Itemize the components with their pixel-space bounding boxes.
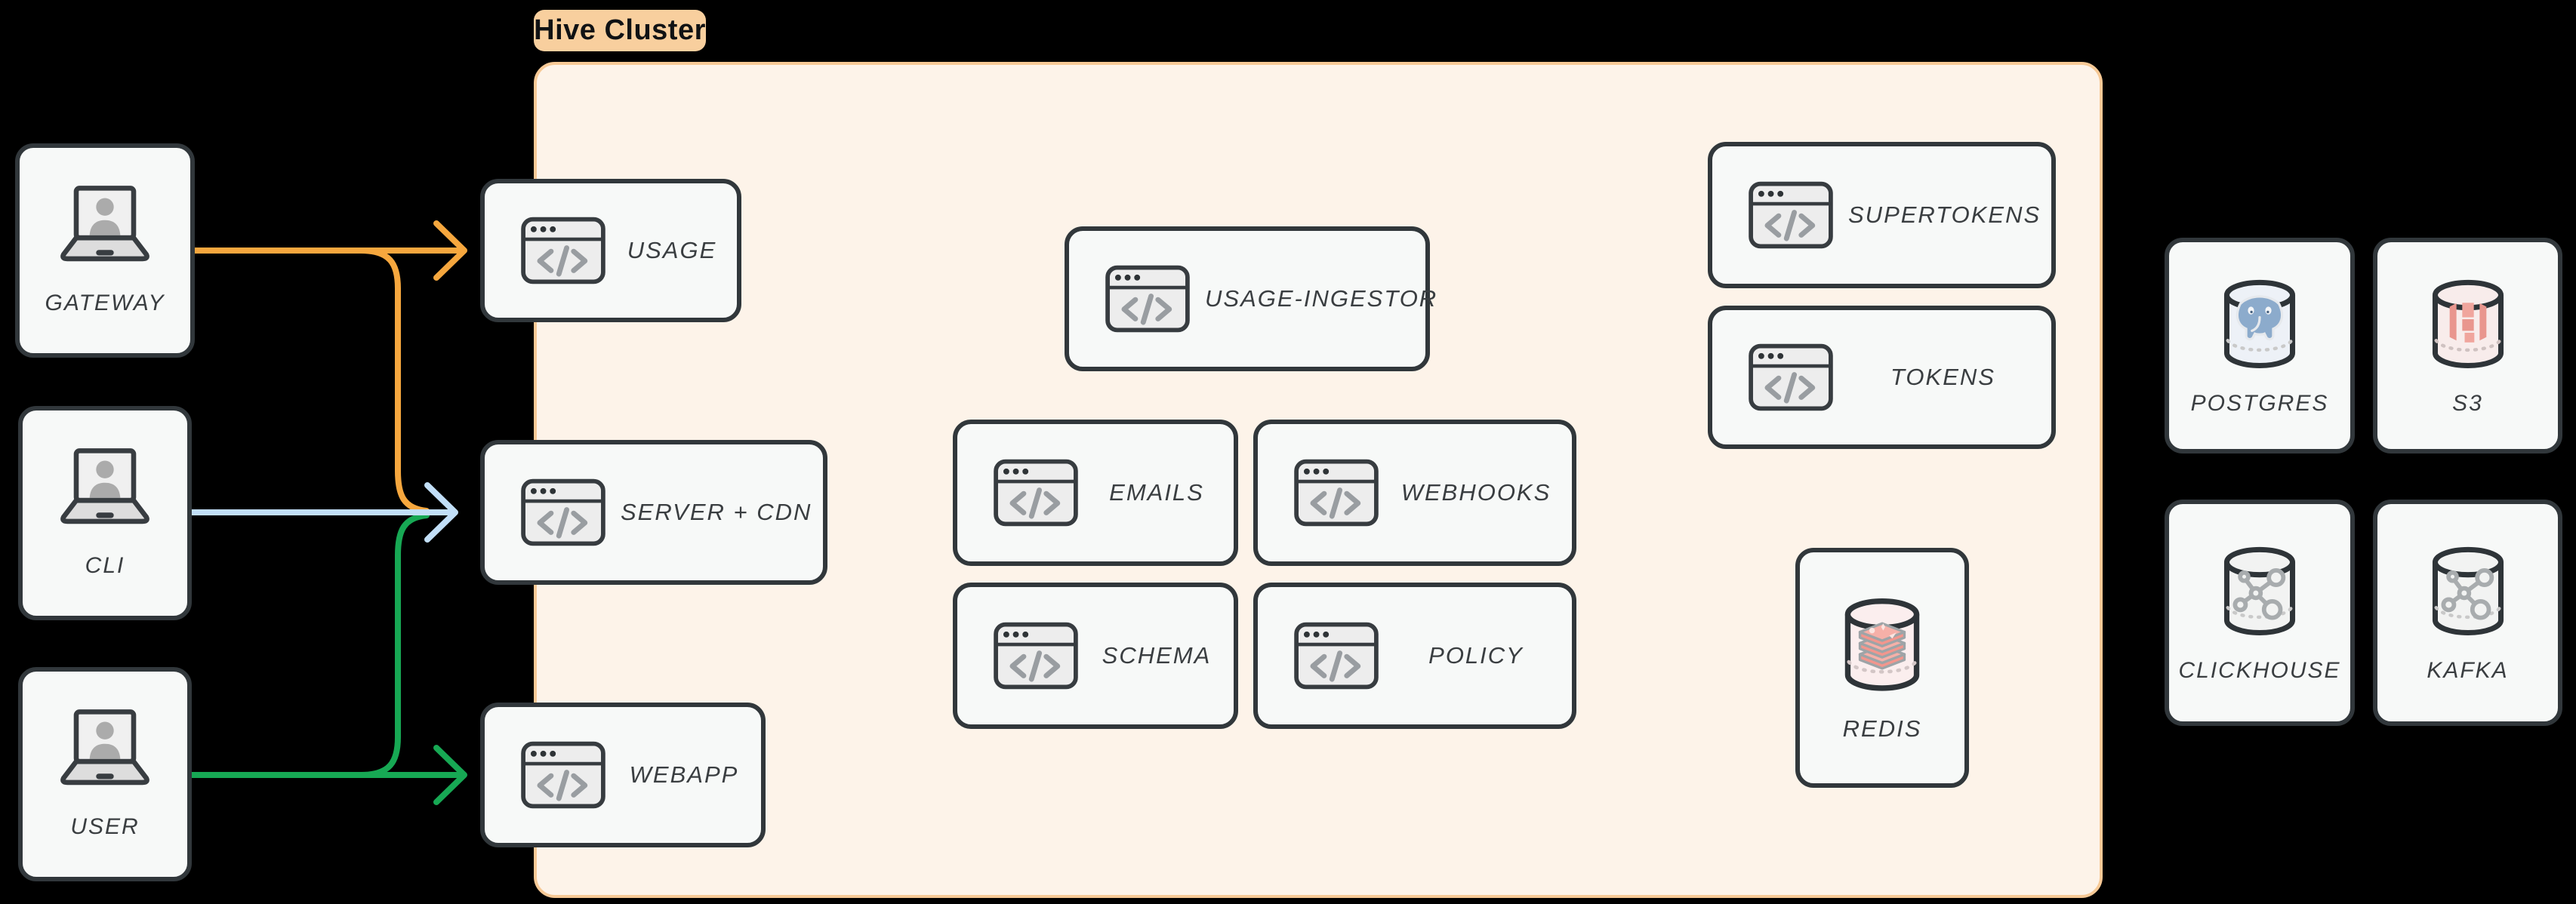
node-schema[interactable]: SCHEMA [953,583,1238,729]
node-usage-ingestor[interactable]: USAGE-INGESTOR [1065,226,1436,371]
node-label: SERVER + CDN [621,499,812,525]
edge-gateway-to-server-cdn[interactable] [358,248,430,514]
laptop-user-icon [48,447,162,533]
code-window-icon [519,478,607,547]
code-window-icon [1747,343,1835,412]
redis-database-icon [1832,593,1933,700]
edge-gateway-to-usage-arrowhead [433,220,467,281]
node-webhooks[interactable]: WEBHOOKS [1253,420,1576,566]
node-label: EMAILS [1109,479,1204,506]
node-tokens[interactable]: TOKENS [1708,306,2056,449]
node-label: CLICKHOUSE [2178,658,2341,683]
edge-cli-to-server-cdn-arrowhead [424,482,458,543]
code-window-icon [1747,180,1835,250]
node-user[interactable]: USER [18,667,192,881]
node-server-cdn[interactable]: SERVER + CDN [480,440,827,585]
node-label: POLICY [1428,642,1524,669]
code-window-icon [1104,264,1191,334]
node-cli[interactable]: CLI [18,406,192,620]
postgres-database-icon [2211,275,2308,377]
node-label: USAGE-INGESTOR [1205,285,1438,312]
node-kafka[interactable]: KAFKA [2373,500,2562,726]
node-label: CLI [85,553,125,578]
code-window-icon [1293,458,1380,527]
node-label: S3 [2452,391,2483,416]
node-s3[interactable]: S3 [2373,238,2562,454]
node-label: WEBHOOKS [1400,479,1551,506]
node-label: KAFKA [2427,658,2509,683]
node-usage[interactable]: USAGE [480,179,741,322]
code-window-icon [519,740,607,810]
node-supertokens[interactable]: SUPERTOKENS [1708,142,2056,288]
node-postgres[interactable]: POSTGRES [2165,238,2355,454]
node-clickhouse[interactable]: CLICKHOUSE [2165,500,2355,726]
node-webapp[interactable]: WEBAPP [480,703,766,847]
node-redis[interactable]: REDIS [1795,548,1969,788]
node-label: SUPERTOKENS [1848,201,2041,228]
node-label: POSTGRES [2190,391,2329,416]
node-policy[interactable]: POLICY [1253,583,1576,729]
node-emails[interactable]: EMAILS [953,420,1238,566]
s3-database-icon [2420,275,2516,377]
edge-user-to-server-cdn[interactable] [358,512,430,778]
hive-cluster-label-text: Hive Cluster [534,14,706,46]
laptop-user-icon [48,185,162,271]
node-label: USER [70,814,140,839]
code-window-icon [519,216,607,285]
clickhouse-database-icon [2211,542,2308,644]
laptop-user-icon [48,709,162,795]
node-label: WEBAPP [629,761,739,788]
node-label: USAGE [627,237,717,263]
code-window-icon [1293,621,1380,690]
node-gateway[interactable]: GATEWAY [15,143,195,358]
node-label: GATEWAY [45,291,165,315]
code-window-icon [992,621,1080,690]
node-label: REDIS [1842,715,1922,742]
hive-cluster-label: Hive Cluster [534,10,706,51]
edge-user-to-webapp-arrowhead [433,745,467,805]
kafka-database-icon [2420,542,2516,644]
node-label: TOKENS [1890,364,1995,390]
code-window-icon [992,458,1080,527]
node-label: SCHEMA [1102,642,1212,669]
